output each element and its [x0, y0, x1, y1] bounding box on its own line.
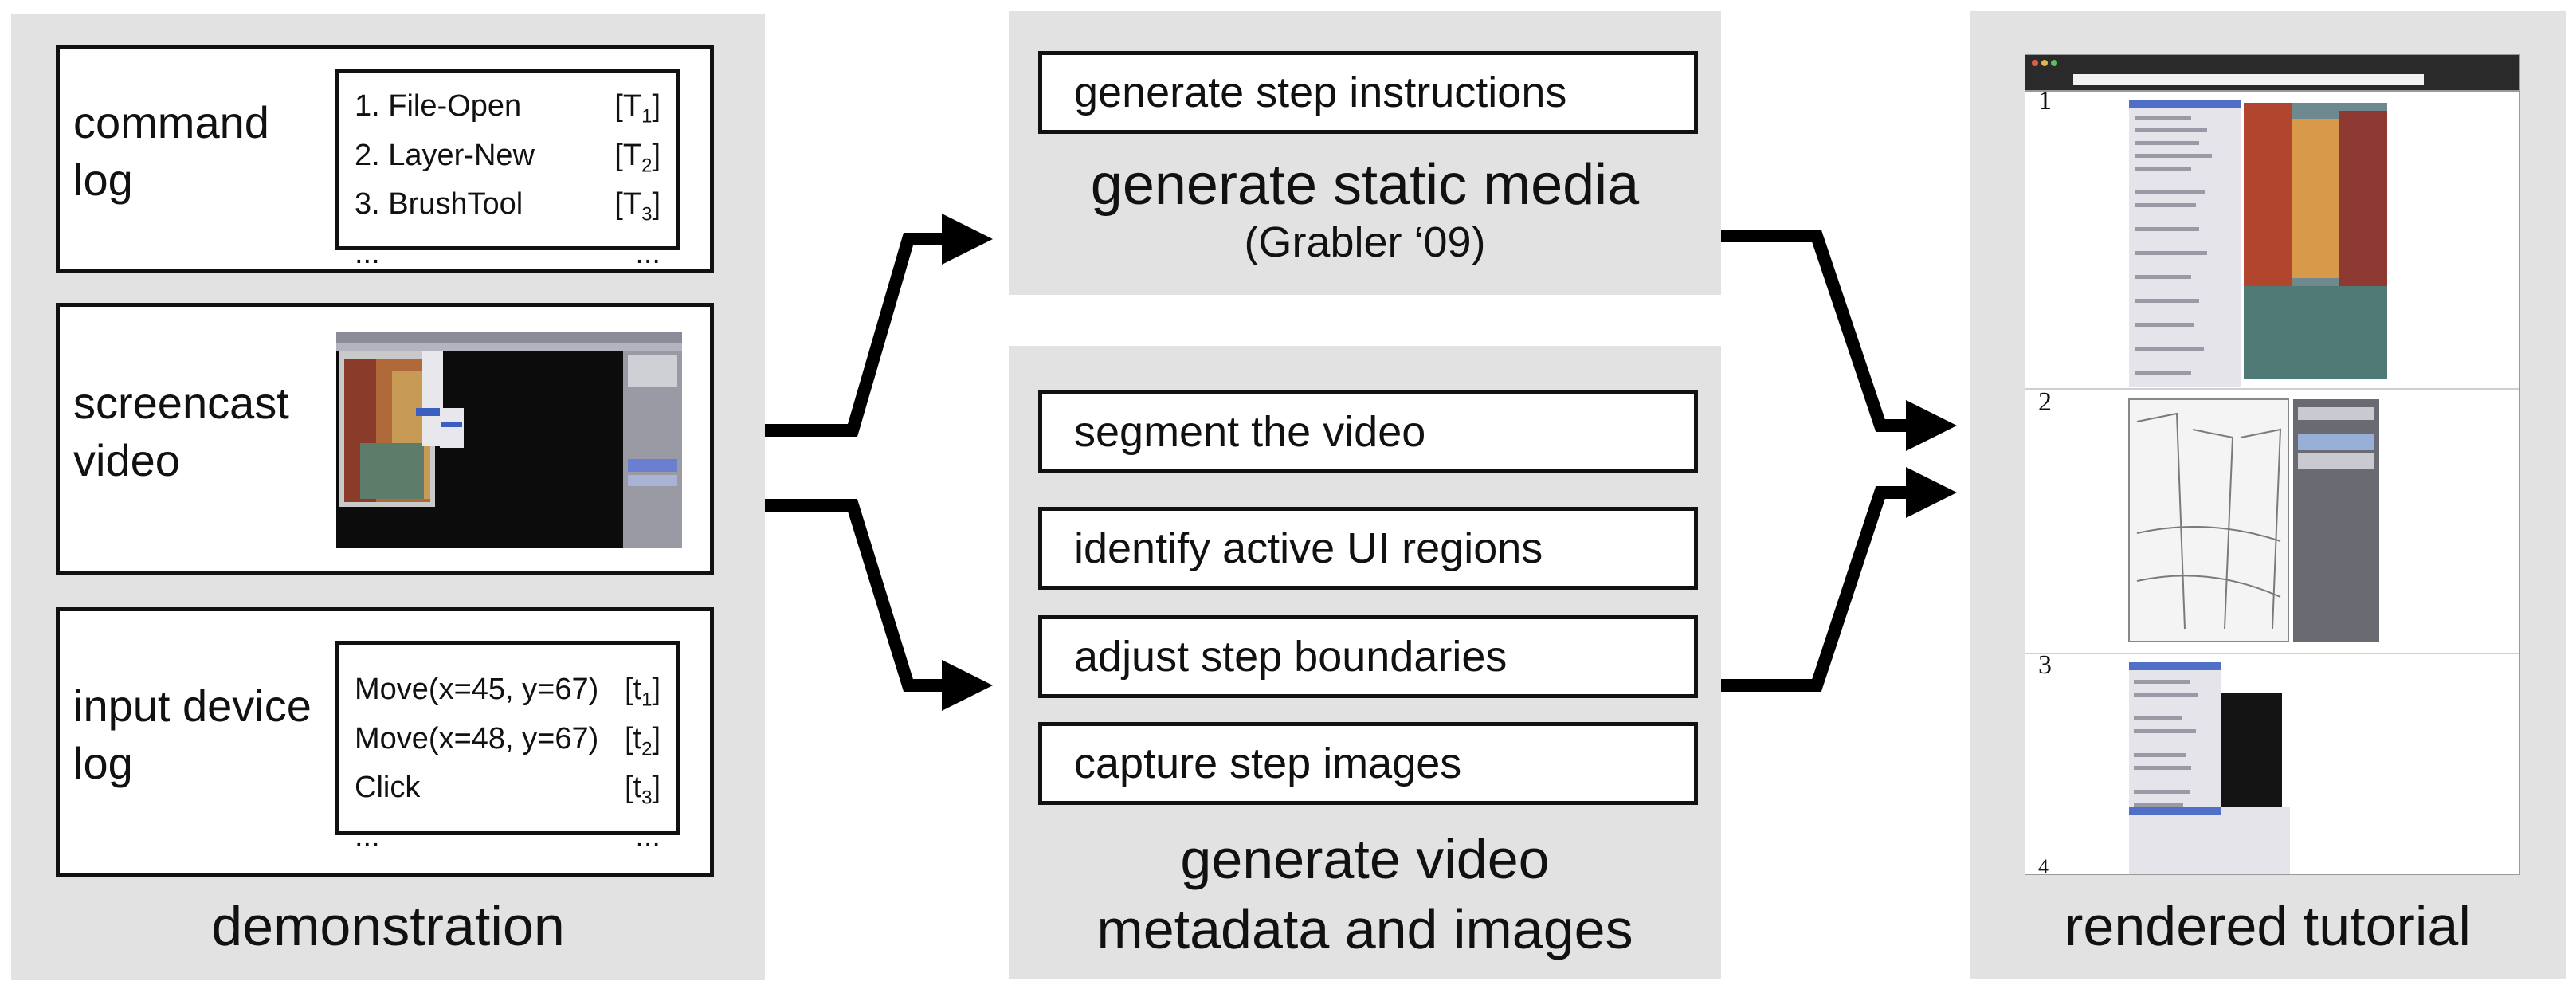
- step-identify-ui-regions: identify active UI regions: [1038, 507, 1698, 590]
- screencast-thumbnail: [336, 332, 682, 548]
- tutorial-step-number-1: 1: [2038, 86, 2052, 116]
- command-log-label: command log: [73, 97, 269, 205]
- command-log-entry: 3. BrushTool [T3]: [355, 185, 661, 234]
- input-log-entry-text: Move(x=45, y=67): [355, 673, 599, 706]
- screencast-video-label: screencast video: [73, 378, 289, 485]
- input-log-entry-timestamp: [t1]: [624, 673, 661, 711]
- tutorial-caption: rendered tutorial: [2064, 895, 2471, 957]
- command-log-entry: 1. File-Open [T1]: [355, 87, 661, 136]
- input-log-entry-timestamp: ...: [635, 819, 661, 854]
- input-log-entry-timestamp: [t2]: [624, 721, 661, 760]
- step-generate-instructions: generate step instructions: [1038, 51, 1698, 134]
- input-log-entry-text: Move(x=48, y=67): [355, 721, 599, 755]
- arrow-to-video-metadata: [765, 499, 993, 711]
- command-log-entry-text: ...: [355, 236, 380, 270]
- input-log-entry: ......: [355, 818, 661, 856]
- input-log-entry: Move(x=45, y=67) [t1]: [355, 670, 661, 720]
- arrow-to-static-media: [765, 214, 993, 437]
- demonstration-caption: demonstration: [211, 895, 565, 957]
- input-log-entry-text: Click: [355, 771, 421, 805]
- input-log-entry-timestamp: [t3]: [624, 771, 661, 809]
- command-log-entry: ......: [355, 234, 661, 273]
- input-log-entry: Move(x=48, y=67) [t2]: [355, 720, 661, 769]
- video-metadata-caption-line2: metadata and images: [1096, 898, 1633, 960]
- arrow-video-to-tutorial: [1721, 467, 1957, 692]
- command-log-entry-timestamp: [T3]: [614, 187, 661, 226]
- video-metadata-caption-line1: generate video: [1180, 828, 1550, 890]
- step-capture-images: capture step images: [1038, 722, 1698, 805]
- static-media-caption: generate static media: [1090, 153, 1640, 217]
- tutorial-step-number-3: 3: [2038, 650, 2052, 680]
- arrow-static-to-tutorial: [1721, 230, 1957, 451]
- input-log-entry: Click [t3]: [355, 768, 661, 818]
- command-log-entry-text: 1. File-Open: [355, 89, 522, 123]
- tutorial-screenshot: [2025, 54, 2520, 875]
- input-device-log-entries: Move(x=45, y=67) [t1] Move(x=48, y=67) [t2]…: [335, 641, 680, 854]
- step-segment-video: segment the video: [1038, 390, 1698, 473]
- tutorial-step-number-2: 2: [2038, 387, 2052, 417]
- input-log-entry-text: ...: [355, 819, 380, 854]
- step-adjust-boundaries: adjust step boundaries: [1038, 615, 1698, 698]
- command-log-entry-timestamp: ...: [635, 236, 661, 270]
- command-log-entry-timestamp: [T2]: [614, 138, 661, 177]
- input-device-log-label: input device log: [73, 681, 312, 788]
- command-log-entry-timestamp: [T1]: [614, 89, 661, 128]
- tutorial-step-number-4: 4: [2038, 859, 2049, 875]
- command-log-entries: 1. File-Open [T1] 2. Layer-New [T2] 3. Brush…: [335, 69, 680, 270]
- static-media-citation: (Grabler ‘09): [1244, 218, 1486, 266]
- command-log-entry: 2. Layer-New [T2]: [355, 136, 661, 186]
- command-log-entry-text: 2. Layer-New: [355, 138, 535, 172]
- command-log-entry-text: 3. BrushTool: [355, 187, 523, 222]
